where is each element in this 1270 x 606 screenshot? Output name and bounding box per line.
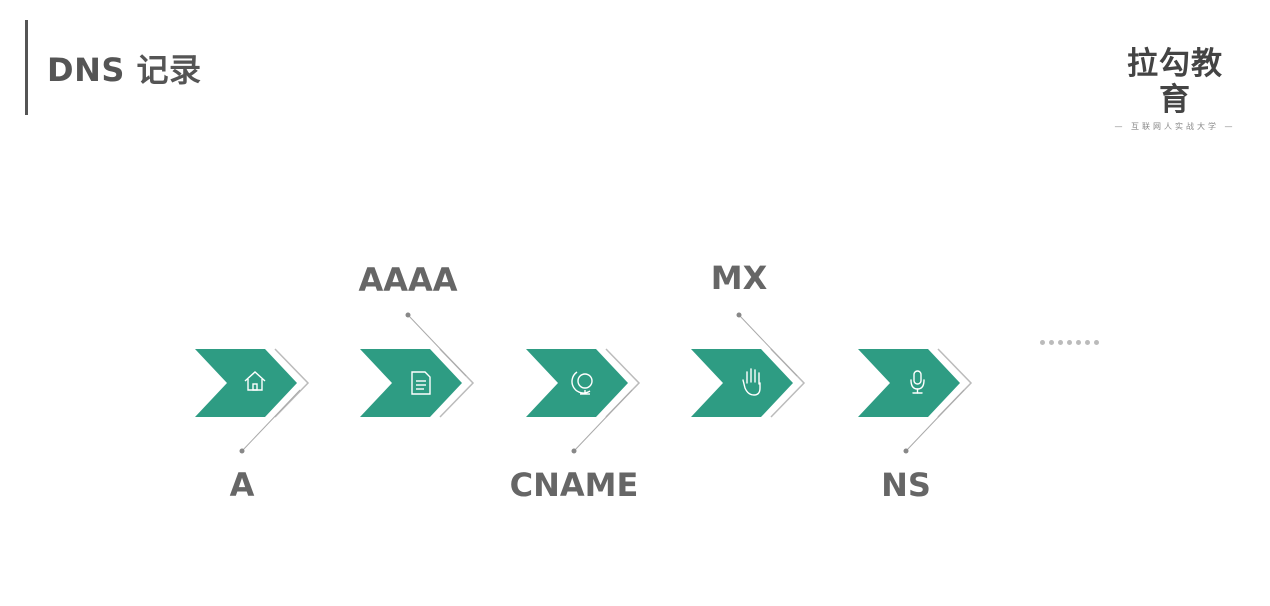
brand-logo: 拉勾教育 — 互联网人实战大学 — [1112,46,1238,132]
dot [1058,340,1063,345]
dot [1085,340,1090,345]
record-cname: CNAME [510,348,641,504]
record-label: CNAME [510,466,639,504]
connector-dot [736,312,742,318]
connector-dot [571,448,577,454]
connector-dot [405,312,411,318]
document-icon [411,371,431,395]
record-ns: NS [858,348,973,504]
record-a: A [195,348,310,504]
dot [1076,340,1081,345]
connector-line [738,314,798,377]
page-title: DNS 记录 [47,51,202,89]
title-accent-bar [25,20,28,115]
chevron-arrow [858,349,960,417]
dot [1067,340,1072,345]
record-label: A [230,466,255,504]
connector-line [573,389,633,452]
chevron-arrow [195,349,297,417]
dot [1040,340,1045,345]
dot [1094,340,1099,345]
hand-icon [742,368,761,396]
connector-line [905,389,965,452]
home-icon [244,371,266,391]
chevron-arrow [526,349,628,417]
connector-line [241,389,301,452]
globe-icon [571,371,593,395]
connector-line [407,314,467,377]
record-label: AAAA [358,261,457,299]
record-label: MX [711,259,768,297]
record-label: NS [881,466,931,504]
connector-dot [239,448,245,454]
microphone-icon [910,370,925,394]
chevron-outline [274,348,310,418]
dot [1049,340,1054,345]
ellipsis-dots [1040,330,1103,349]
connector-dot [903,448,909,454]
record-aaaa: AAAA [358,261,475,418]
chevron-arrow [360,349,462,417]
brand-logo-text: 拉勾教育 [1127,46,1223,118]
record-mx: MX [691,259,806,418]
chevron-arrow [691,349,793,417]
brand-logo-tagline: — 互联网人实战大学 — [1114,122,1236,131]
